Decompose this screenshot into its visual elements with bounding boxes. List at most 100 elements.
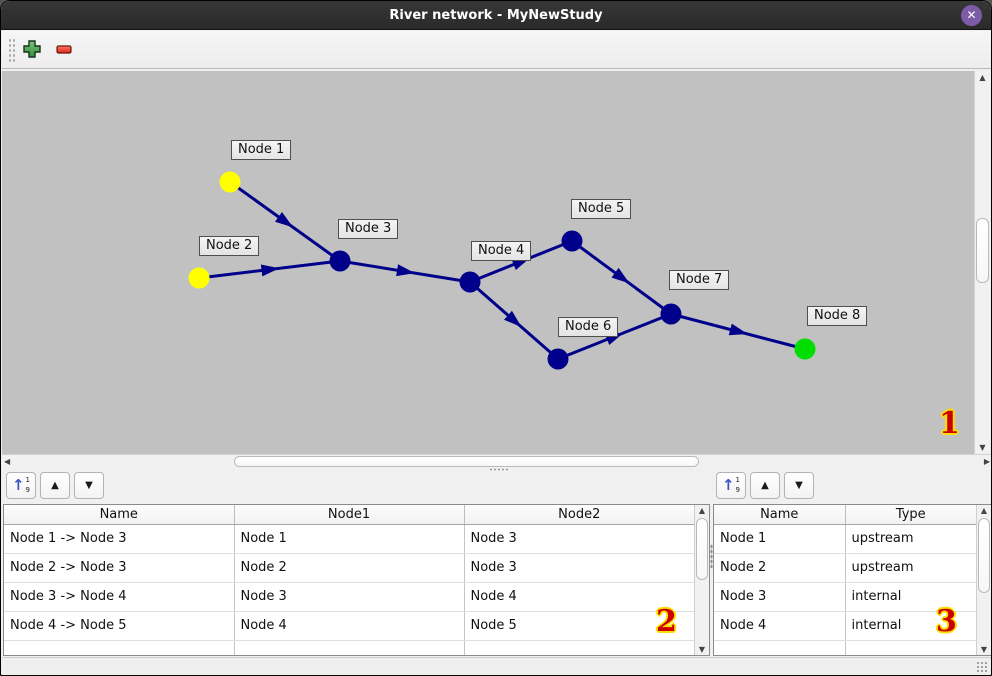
table-cell[interactable]: Node 1 -> Node 3 xyxy=(4,524,235,554)
table-cell[interactable] xyxy=(464,640,694,655)
toolbar xyxy=(2,31,991,69)
table-cell[interactable]: Node 3 xyxy=(464,524,694,554)
table-row[interactable] xyxy=(714,640,976,655)
flow-direction-arrow-icon xyxy=(728,323,748,336)
node-label[interactable]: Node 4 xyxy=(471,241,532,261)
river-node[interactable] xyxy=(561,230,583,252)
resize-grip[interactable] xyxy=(976,661,988,673)
node-label[interactable]: Node 5 xyxy=(571,199,632,219)
canvas-horizontal-scrollbar[interactable]: ◀ ▶ xyxy=(2,454,991,468)
plus-icon xyxy=(23,40,41,58)
column-header[interactable]: Type xyxy=(845,505,976,525)
nodes-table-scrollbar[interactable]: ▲ ▼ xyxy=(976,505,991,655)
scroll-right-icon[interactable]: ▶ xyxy=(983,457,990,466)
add-node-button[interactable] xyxy=(19,36,45,62)
table-row[interactable] xyxy=(4,640,694,655)
river-node[interactable] xyxy=(547,348,569,370)
flow-direction-arrow-icon xyxy=(396,264,415,277)
node-label[interactable]: Node 6 xyxy=(558,317,619,337)
titlebar[interactable]: River network - MyNewStudy ✕ xyxy=(1,1,991,30)
table-cell[interactable]: Node 4 xyxy=(234,611,465,641)
scroll-down-icon[interactable]: ▼ xyxy=(979,443,986,452)
links-table-scrollbar[interactable]: ▲ ▼ xyxy=(694,505,709,655)
table-splitter-handle[interactable] xyxy=(710,544,714,568)
table-cell[interactable]: internal xyxy=(845,611,976,641)
annotation-mark-3: 3 xyxy=(936,604,957,639)
down-triangle-icon: ▼ xyxy=(85,480,93,491)
scroll-up-icon[interactable]: ▲ xyxy=(698,506,706,515)
scroll-up-icon[interactable]: ▲ xyxy=(979,73,986,82)
up-triangle-icon: ▲ xyxy=(51,480,59,491)
pane-splitter-handle[interactable] xyxy=(489,468,509,471)
up-triangle-icon: ▲ xyxy=(761,480,769,491)
column-header[interactable]: Name xyxy=(714,505,846,525)
table-cell[interactable]: internal xyxy=(845,582,976,612)
node-label[interactable]: Node 8 xyxy=(807,306,868,326)
river-network-canvas[interactable]: Node 1 Node 2 Node 3 Node 4 Node 5 Node 6 Node… xyxy=(2,71,976,454)
toolbar-drag-handle[interactable] xyxy=(8,38,15,62)
river-node[interactable] xyxy=(459,271,481,293)
flow-direction-arrow-icon xyxy=(275,211,294,228)
nodes-move-up-button[interactable]: ▲ xyxy=(750,472,780,499)
table-cell[interactable] xyxy=(234,640,465,655)
node-label[interactable]: Node 3 xyxy=(338,219,399,239)
nodes-move-down-button[interactable]: ▼ xyxy=(784,472,814,499)
table-cell[interactable]: Node 1 xyxy=(714,524,846,554)
canvas-vertical-scrollbar[interactable]: ▲ ▼ xyxy=(974,71,990,454)
table-cell[interactable] xyxy=(4,640,235,655)
table-cell[interactable]: Node 3 -> Node 4 xyxy=(4,582,235,612)
links-move-down-button[interactable]: ▼ xyxy=(74,472,104,499)
table-cell[interactable]: upstream xyxy=(845,524,976,554)
node-label[interactable]: Node 7 xyxy=(669,270,730,290)
scroll-left-icon[interactable]: ◀ xyxy=(4,457,11,466)
table-cell[interactable]: Node 2 xyxy=(234,553,465,583)
table-cell[interactable]: upstream xyxy=(845,553,976,583)
table-cell[interactable] xyxy=(845,640,976,655)
remove-node-button[interactable] xyxy=(51,36,77,62)
column-header[interactable]: Node2 xyxy=(464,505,694,525)
canvas-hscroll-thumb[interactable] xyxy=(234,456,699,467)
nodes-scroll-thumb[interactable] xyxy=(978,518,990,593)
table-cell[interactable]: Node 2 -> Node 3 xyxy=(4,553,235,583)
river-node[interactable] xyxy=(794,338,816,360)
table-cell[interactable]: Node 4 xyxy=(714,611,846,641)
table-cell[interactable]: Node 4 xyxy=(464,582,694,612)
close-button[interactable]: ✕ xyxy=(961,5,982,26)
table-cell[interactable]: Node 3 xyxy=(234,582,465,612)
table-cell[interactable]: Node 1 xyxy=(234,524,465,554)
links-move-up-button[interactable]: ▲ xyxy=(40,472,70,499)
scroll-up-icon[interactable]: ▲ xyxy=(980,506,988,515)
river-node[interactable] xyxy=(219,171,241,193)
node-label[interactable]: Node 2 xyxy=(199,236,260,256)
table-cell[interactable]: Node 4 -> Node 5 xyxy=(4,611,235,641)
table-cell[interactable]: Node 5 xyxy=(464,611,694,641)
links-scroll-thumb[interactable] xyxy=(696,518,708,580)
table-cell[interactable]: Node 2 xyxy=(714,553,846,583)
river-node[interactable] xyxy=(188,267,210,289)
table-cell[interactable] xyxy=(714,640,846,655)
scroll-down-icon[interactable]: ▼ xyxy=(698,645,706,654)
column-header[interactable]: Name xyxy=(4,505,235,525)
river-node[interactable] xyxy=(329,250,351,272)
scroll-down-icon[interactable]: ▼ xyxy=(980,645,988,654)
node-label[interactable]: Node 1 xyxy=(231,140,292,160)
river-node[interactable] xyxy=(660,303,682,325)
canvas-vscroll-thumb[interactable] xyxy=(976,218,989,283)
table-cell[interactable]: Node 3 xyxy=(464,553,694,583)
column-header[interactable]: Node1 xyxy=(234,505,465,525)
table-cell[interactable]: Node 3 xyxy=(714,582,846,612)
